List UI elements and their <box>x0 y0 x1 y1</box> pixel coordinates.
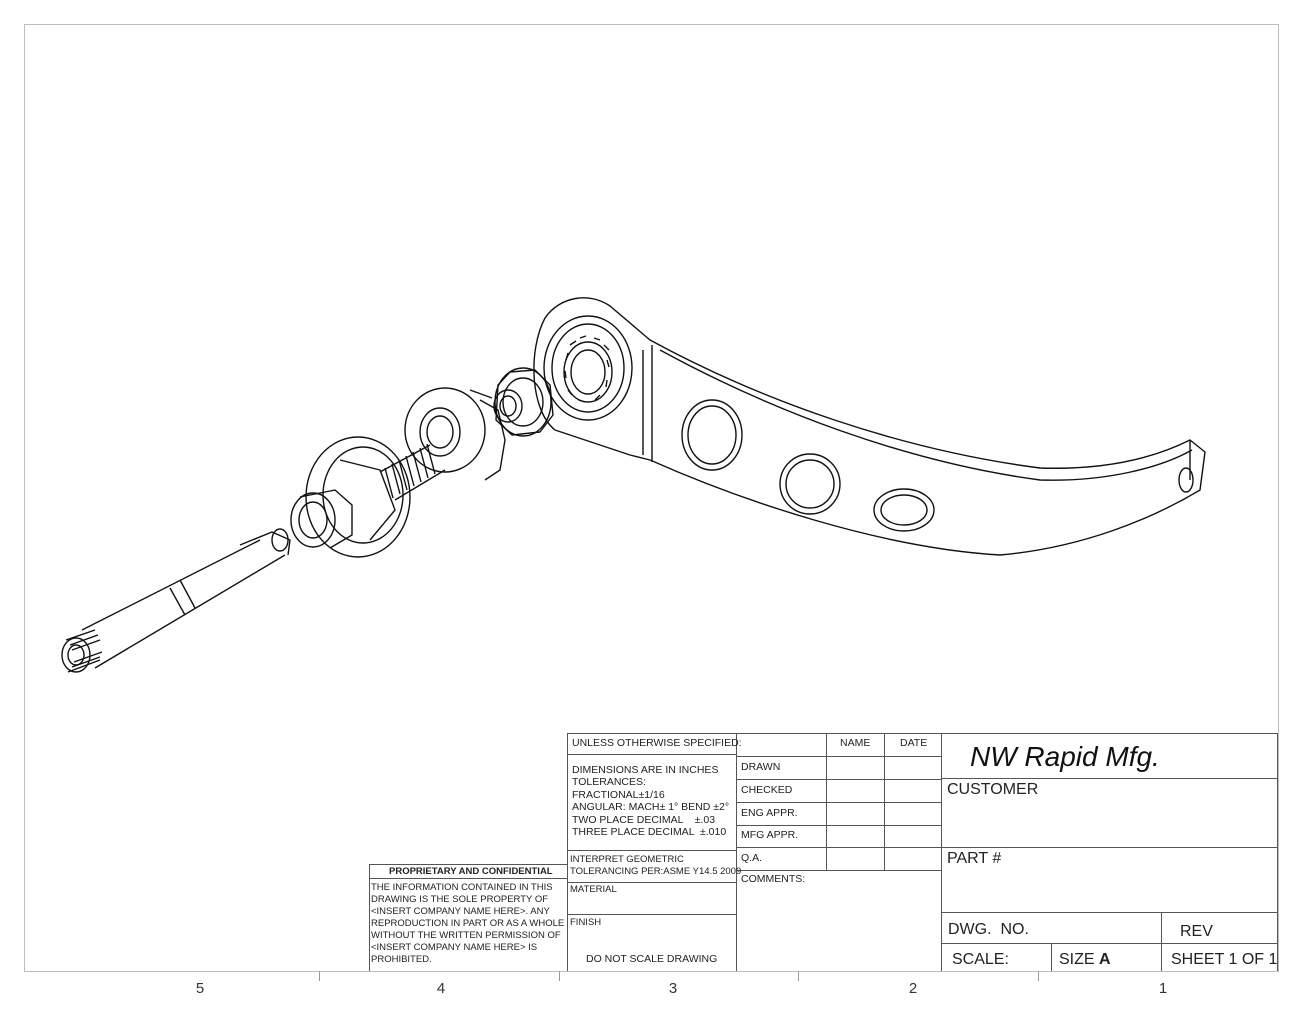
comments-label: COMMENTS: <box>741 873 806 885</box>
drawing-border <box>24 24 1279 972</box>
part-number-label: PART # <box>947 850 1002 867</box>
date-column-header: DATE <box>900 737 928 749</box>
zone-number: 3 <box>668 980 678 997</box>
qa-label: Q.A. <box>741 852 763 864</box>
dims-line: TOLERANCES: <box>572 776 646 788</box>
zone-tick <box>1038 971 1039 981</box>
unless-specified-label: UNLESS OTHERWISE SPECIFIED: <box>572 737 742 749</box>
zone-number: 1 <box>1158 980 1168 997</box>
proprietary-line: <INSERT COMPANY NAME HERE> IS <box>371 942 538 953</box>
size-label: SIZE A <box>1059 951 1111 969</box>
proprietary-heading: PROPRIETARY AND CONFIDENTIAL <box>389 866 553 877</box>
interpret-line: TOLERANCING PER:ASME Y14.5 2009 <box>570 866 742 877</box>
proprietary-line: PROHIBITED. <box>371 954 432 965</box>
size-value: A <box>1099 951 1111 968</box>
mfg-appr-label: MFG APPR. <box>741 829 799 841</box>
dims-line: TWO PLACE DECIMAL ±.03 <box>572 814 716 826</box>
customer-label: CUSTOMER <box>947 781 1039 798</box>
zone-number: 4 <box>436 980 446 997</box>
size-label-text: SIZE <box>1059 951 1095 968</box>
finish-label: FINISH <box>570 917 602 928</box>
checked-label: CHECKED <box>741 784 793 796</box>
bushing <box>290 489 353 549</box>
coupling-nut <box>493 367 554 437</box>
sheet-label: SHEET 1 OF 1 <box>1171 951 1278 968</box>
zone-tick <box>319 971 320 981</box>
washer <box>305 436 411 558</box>
drawn-label: DRAWN <box>741 761 781 773</box>
eng-appr-label: ENG APPR. <box>741 807 798 819</box>
proprietary-line: WITHOUT THE WRITTEN PERMISSION OF <box>371 930 561 941</box>
shaft <box>61 528 291 673</box>
flanged-nut <box>404 387 506 481</box>
material-label: MATERIAL <box>570 884 617 895</box>
threaded-rod <box>379 443 446 501</box>
proprietary-line: <INSERT COMPANY NAME HERE>. ANY <box>371 906 550 917</box>
interpret-line: INTERPRET GEOMETRIC <box>570 854 684 865</box>
scale-label: SCALE: <box>952 951 1009 968</box>
name-column-header: NAME <box>840 737 871 749</box>
company-name: NW Rapid Mfg. <box>970 741 1160 772</box>
zone-tick <box>559 971 560 981</box>
zone-number: 5 <box>195 980 205 997</box>
no-scale-note: DO NOT SCALE DRAWING <box>586 953 718 965</box>
proprietary-line: DRAWING IS THE SOLE PROPERTY OF <box>371 894 549 905</box>
dwg-no-label: DWG. NO. <box>948 921 1029 938</box>
dims-line: DIMENSIONS ARE IN INCHES <box>572 764 719 776</box>
dims-line: FRACTIONAL±1/16 <box>572 789 665 801</box>
zone-tick <box>798 971 799 981</box>
zone-number: 2 <box>908 980 918 997</box>
dims-line: ANGULAR: MACH± 1° BEND ±2° <box>572 801 730 813</box>
dims-line: THREE PLACE DECIMAL ±.010 <box>572 826 727 838</box>
rev-label: REV <box>1180 923 1213 940</box>
lever-arm <box>533 297 1206 556</box>
proprietary-line: REPRODUCTION IN PART OR AS A WHOLE <box>371 918 565 929</box>
proprietary-line: THE INFORMATION CONTAINED IN THIS <box>371 882 553 893</box>
